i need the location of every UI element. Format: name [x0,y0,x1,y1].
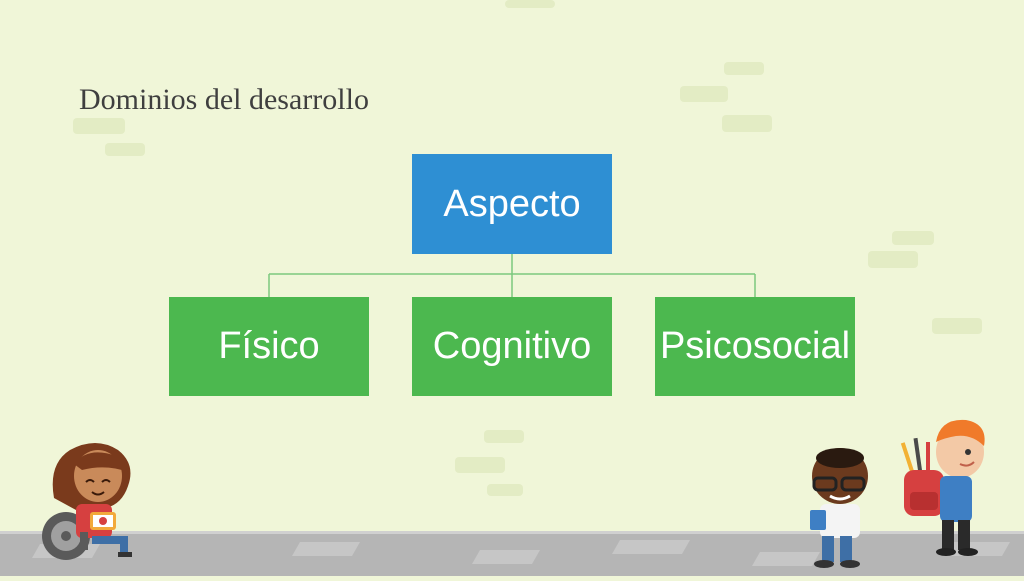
background-brick [892,231,934,245]
diagram-child-node-cognitivo: Cognitivo [412,297,612,396]
background-brick [680,86,728,102]
child-node-label: Físico [218,325,320,367]
diagram-child-node-psicosocial: Psicosocial [655,297,855,396]
background-brick [73,118,125,134]
boy-with-backpack-illustration [900,419,985,556]
diagram-root-node: Aspecto [412,154,612,254]
slide-title: Dominios del desarrollo [79,83,369,116]
background-brick [724,62,764,75]
boy-with-glasses-illustration [810,448,868,568]
background-brick [484,430,524,443]
child-node-label: Psicosocial [659,325,851,367]
background-brick [487,484,523,496]
background-brick [868,251,918,268]
child-in-wheelchair-illustration [42,443,132,560]
background-brick [505,0,555,8]
diagram-child-node-fisico: Físico [169,297,369,396]
background-brick [455,457,505,473]
child-node-label: Cognitivo [432,325,592,367]
background-brick [722,115,772,132]
sidewalk-curb [0,531,1024,536]
background-brick [105,143,145,156]
background-brick [932,318,982,334]
root-node-label: Aspecto [443,182,581,225]
